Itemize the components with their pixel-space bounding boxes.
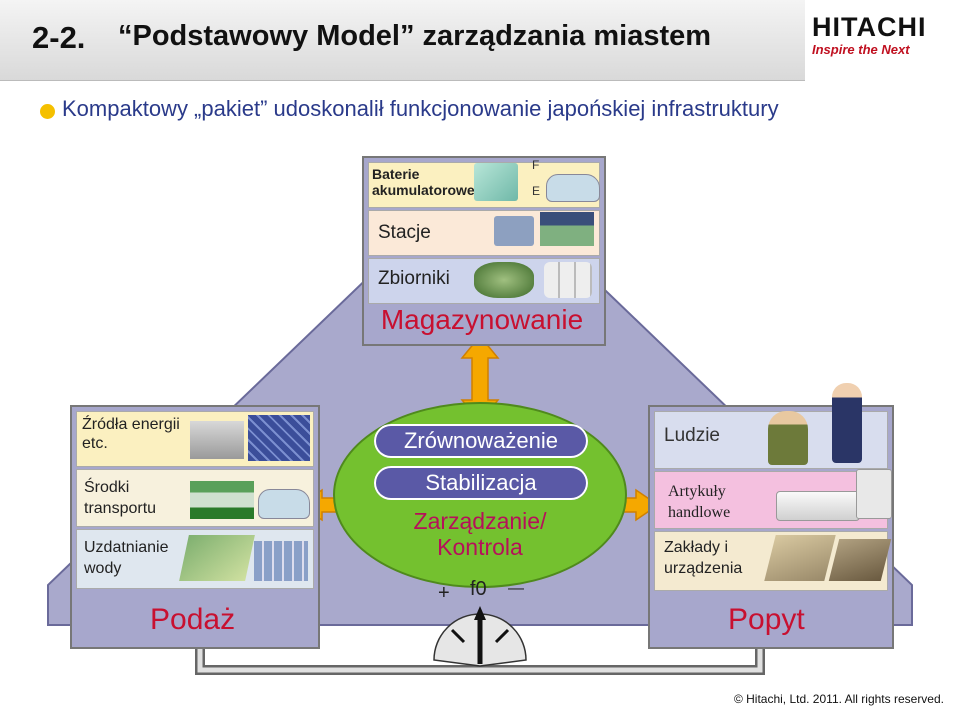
washing-machine-icon xyxy=(856,469,892,519)
storage-panel: Baterie akumulatorowe F E Stacje Zbiorni… xyxy=(362,156,606,346)
gauge-minus: — xyxy=(508,580,524,597)
bus-icon xyxy=(494,216,534,246)
page-title: “Podstawowy Model” zarządzania miastem xyxy=(118,20,712,52)
center-control-label: Zarządzanie/ Kontrola xyxy=(413,508,547,560)
supply-item-energy: Źródła energii etc. xyxy=(82,416,180,452)
electric-car-icon xyxy=(546,174,600,202)
fuel-empty-label: E xyxy=(532,184,541,198)
demand-panel: Ludzie Artykuły handlowe Zakłady i urząd… xyxy=(648,383,894,649)
power-plant-icon xyxy=(190,421,244,459)
solar-panel-icon xyxy=(248,415,310,461)
bullet-text: Kompaktowy „pakiet” udoskonalił funkcjon… xyxy=(62,96,779,121)
person-cooking-icon xyxy=(768,411,808,465)
demand-item-factories: Zakłady i urządzenia xyxy=(664,539,743,577)
battery-pack-icon xyxy=(474,163,518,201)
bullet-dot-icon xyxy=(40,104,55,119)
reservoir-icon xyxy=(474,262,534,298)
charging-station-icon xyxy=(540,212,594,246)
hitachi-logo: HITACHI Inspire the Next xyxy=(812,14,952,64)
storage-title: Magazynowanie xyxy=(380,304,584,335)
tank-icon xyxy=(544,262,592,298)
storage-item-tanks: Zbiorniki xyxy=(378,268,450,289)
demand-item-people: Ludzie xyxy=(664,425,720,446)
header-band xyxy=(0,0,805,81)
air-conditioner-icon xyxy=(776,491,860,521)
gauge-label-f0: f0 xyxy=(470,578,487,600)
pill-balance-label: Zrównoważenie xyxy=(403,428,559,453)
walking-man-icon xyxy=(832,383,862,463)
factory-icon xyxy=(764,535,836,581)
water-tanks-icon xyxy=(254,541,308,581)
supply-item-water: Uzdatnianie wody xyxy=(84,539,169,577)
logo-main: HITACHI xyxy=(812,12,927,42)
copyright: © Hitachi, Ltd. 2011. All rights reserve… xyxy=(733,692,944,706)
pill-stabilization-label: Stabilizacja xyxy=(425,470,537,495)
supply-panel: Źródła energii etc. Środki transportu Uz… xyxy=(70,405,320,649)
demand-title: Popyt xyxy=(728,603,805,636)
logo-tagline: Inspire the Next xyxy=(812,42,910,57)
storage-item-batteries: Baterie akumulatorowe xyxy=(372,166,475,198)
water-plant-icon xyxy=(179,535,255,581)
train-icon xyxy=(190,481,254,519)
frequency-gauge xyxy=(433,606,527,667)
supply-title: Podaż xyxy=(150,603,236,636)
slide-number: 2-2. xyxy=(32,20,86,55)
storage-item-stations: Stacje xyxy=(378,222,431,243)
industrial-site-icon xyxy=(828,539,892,581)
pill-stabilization: Stabilizacja xyxy=(374,466,588,500)
fuel-full-label: F xyxy=(532,158,540,172)
supply-item-transport: Środki transportu xyxy=(84,479,157,517)
car-icon xyxy=(258,489,310,519)
pill-balance: Zrównoważenie xyxy=(374,424,588,458)
gauge-plus: + xyxy=(438,582,450,604)
demand-item-goods: Artykuły handlowe xyxy=(668,483,731,521)
